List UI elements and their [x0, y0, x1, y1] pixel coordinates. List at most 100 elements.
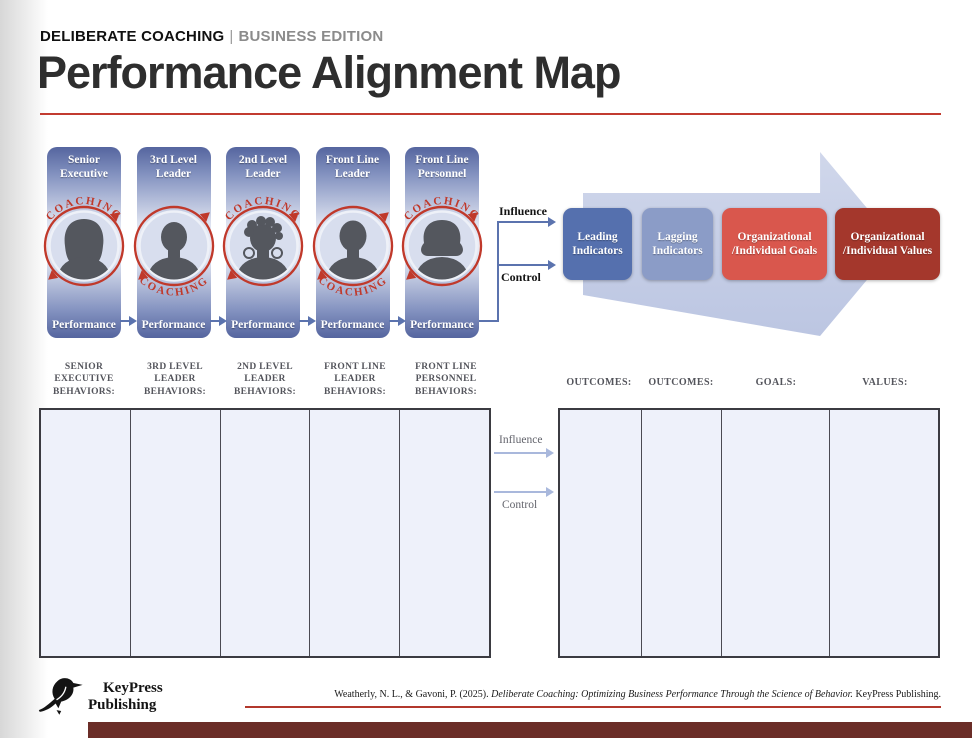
title-rule [40, 113, 941, 115]
goals-box: Organizational /Individual Goals [722, 208, 827, 280]
page-title: Performance Alignment Map [37, 47, 621, 98]
control-arrow [498, 260, 556, 270]
behavior-header-front-line-personnel: FRONT LINE PERSONNEL BEHAVIORS: [415, 361, 477, 398]
coaching-arrowhead [109, 212, 120, 222]
coaching-cycle-graphic: COACHING [43, 195, 125, 287]
behavior-header-3rd-level: 3RD LEVEL LEADER BEHAVIORS: [144, 361, 206, 398]
header-line: BEHAVIORS: [144, 386, 206, 397]
header-line: FRONT LINE [324, 362, 386, 372]
person-silhouette-female-curly [235, 216, 291, 280]
footer-rule [245, 706, 941, 708]
panel-2nd-level-leader: 2nd Level Leader COACHING Performance [222, 147, 304, 338]
behavior-cell-3rd-level[interactable] [131, 410, 221, 656]
panel-3rd-level-leader: 3rd Level Leader COACHING Performance [133, 147, 214, 338]
panel-senior-executive: Senior Executive COACHING Performance [44, 147, 125, 338]
influence-arrow [498, 217, 556, 227]
header-line: BEHAVIORS: [415, 386, 477, 397]
performance-label: Performance [410, 319, 474, 331]
brand-divider: | [229, 28, 234, 45]
outcomes-header-1: OUTCOMES: [566, 377, 632, 388]
header-line: 2ND LEVEL [237, 362, 293, 372]
panel-title-line1: 2nd Level [238, 154, 288, 166]
citation-book-title: Deliberate Coaching: Optimizing Business… [491, 689, 853, 700]
coaching-arrowhead [406, 270, 417, 280]
panel-title: Front Line Leader [316, 154, 390, 182]
panel-front-line-personnel: Front Line Personnel COACHING Performanc… [402, 147, 483, 338]
values-box: Organizational /Individual Values [835, 208, 940, 280]
values-cell[interactable] [830, 410, 938, 656]
behavior-header-senior-executive: SENIOR EXECUTIVE BEHAVIORS: [53, 361, 115, 398]
panel-title-line1: Front Line [325, 154, 380, 166]
lagging-indicators-box: Lagging Indicators [642, 208, 713, 280]
citation-authors: Weatherly, N. L., & Gavoni, P. (2025). [334, 689, 492, 700]
publisher-wordmark: KeyPress Publishing [88, 680, 163, 713]
panel-title: 3rd Level Leader [137, 154, 211, 182]
control-label-mid: Control [502, 499, 538, 511]
coaching-ring [401, 205, 483, 287]
connector-line [497, 221, 499, 322]
person-silhouette-male [324, 220, 381, 280]
coaching-arrowhead [137, 270, 148, 280]
performance-label: Performance [141, 319, 206, 331]
influence-arrow-mid [494, 448, 554, 458]
coaching-cycle-graphic: COACHING [133, 205, 214, 299]
panel-title-line1: Senior [68, 154, 100, 166]
outcomes-table[interactable] [558, 408, 940, 658]
header-line: SENIOR [64, 362, 104, 372]
performance-label: Performance [52, 319, 116, 331]
coaching-ring [43, 205, 125, 287]
coaching-cycle-graphic: COACHING [401, 195, 483, 287]
brand-line: DELIBERATE COACHING|BUSINESS EDITION [40, 28, 383, 45]
behaviors-table[interactable] [39, 408, 491, 658]
behavior-header-2nd-level: 2ND LEVEL LEADER BEHAVIORS: [234, 361, 296, 398]
publisher-line1: KeyPress [103, 680, 163, 696]
citation-publisher: KeyPress Publishing. [852, 689, 941, 700]
header-line: BEHAVIORS: [234, 386, 296, 397]
influence-label-mid: Influence [499, 434, 543, 446]
coaching-ring [133, 205, 214, 287]
header-line: FRONT LINE [415, 362, 477, 372]
coaching-ring [222, 205, 304, 287]
coaching-arrowhead [316, 270, 327, 280]
control-arrow-mid [494, 487, 554, 497]
panel-title-line2: Leader [155, 167, 192, 180]
performance-arrow [388, 316, 406, 326]
influence-label: Influence [499, 204, 547, 218]
keypress-logo-bird-icon [38, 678, 83, 715]
behavior-cell-front-line-personnel[interactable] [400, 410, 489, 656]
panel-title-line2: Leader [334, 167, 371, 180]
behavior-cell-senior-executive[interactable] [41, 410, 131, 656]
performance-label: Performance [231, 319, 295, 331]
performance-arrow [299, 316, 316, 326]
panel-title-line2: Personnel [417, 167, 467, 180]
panel-front-line-leader: Front Line Leader COACHING Performance [312, 147, 393, 338]
behavior-header-front-line-leader: FRONT LINE LEADER BEHAVIORS: [324, 361, 386, 398]
outcomes-cell-2[interactable] [642, 410, 723, 656]
coaching-ring [312, 205, 393, 287]
panel-title: 2nd Level Leader [226, 154, 300, 182]
edition-label: BUSINESS EDITION [238, 28, 384, 45]
header-line: 3RD LEVEL [147, 362, 203, 372]
header-line: PERSONNEL [415, 374, 477, 385]
person-silhouette-female-bob [414, 220, 470, 280]
outcomes-header-2: OUTCOMES: [648, 377, 714, 388]
brand-name: DELIBERATE COACHING [40, 28, 225, 45]
behavior-cell-front-line-leader[interactable] [310, 410, 401, 656]
outcomes-cell-1[interactable] [560, 410, 642, 656]
header-line: LEADER [244, 374, 286, 385]
panel-title: Front Line Personnel [405, 154, 479, 182]
goals-cell[interactable] [722, 410, 831, 656]
publisher-line2: Publishing [88, 696, 157, 713]
behavior-cell-2nd-level[interactable] [221, 410, 311, 656]
coaching-arrowhead [48, 270, 59, 280]
coaching-arrowhead [199, 212, 210, 222]
header-line: LEADER [334, 374, 376, 385]
leading-indicators-box: Leading Indicators [563, 208, 632, 280]
panel-title-line2: Executive [60, 167, 108, 180]
panel-title-line1: Front Line [415, 154, 469, 166]
coaching-arrowhead [467, 212, 478, 222]
person-silhouette-female [56, 219, 112, 280]
header-line: LEADER [154, 374, 196, 385]
header-line: EXECUTIVE [54, 374, 114, 385]
